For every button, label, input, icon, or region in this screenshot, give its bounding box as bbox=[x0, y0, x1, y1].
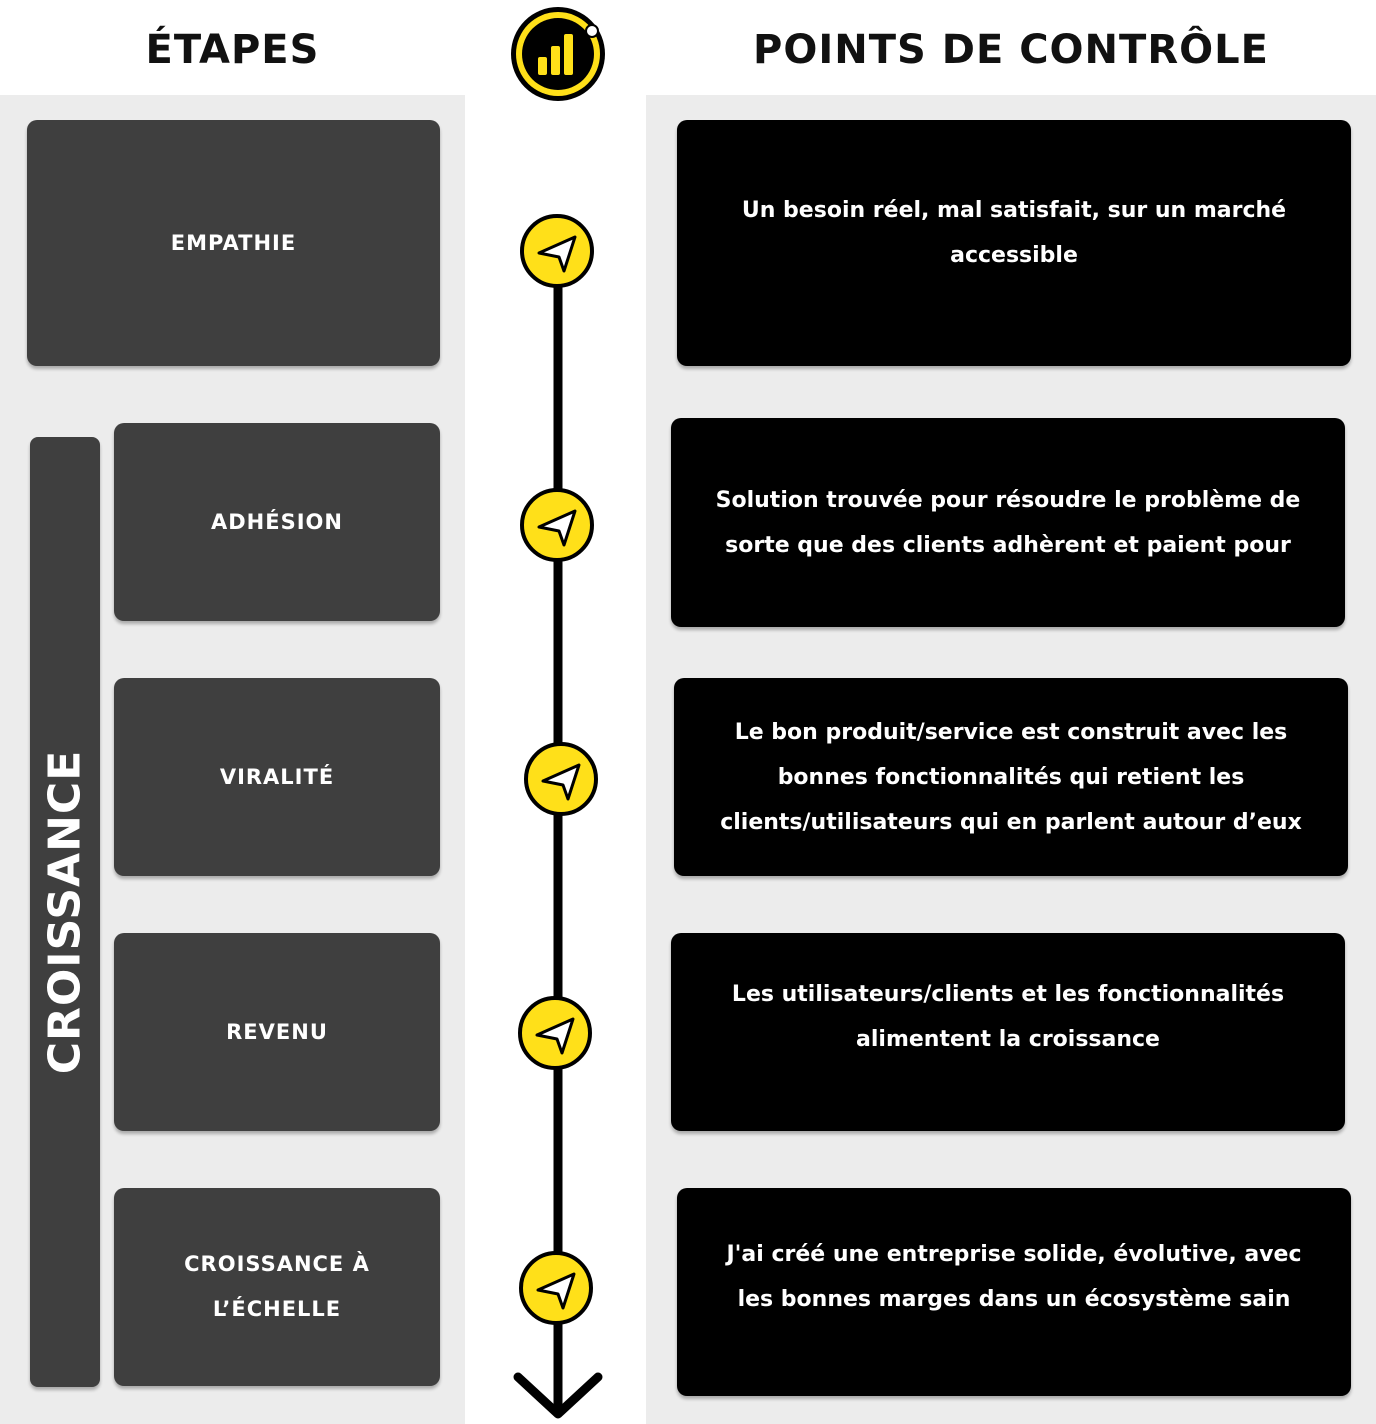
arrow-pointer-icon bbox=[520, 214, 594, 288]
arrow-pointer-icon bbox=[520, 488, 594, 562]
arrow-pointer-icon bbox=[524, 742, 598, 816]
stage-revenu: REVENU bbox=[114, 933, 440, 1131]
checkpoint-text: Le bon produit/service est construit ave… bbox=[720, 719, 1302, 835]
checkpoint-box: Solution trouvée pour résoudre le problè… bbox=[671, 418, 1345, 627]
checkpoint-box: Les utilisateurs/clients et les fonction… bbox=[671, 933, 1345, 1131]
checkpoint-text: Les utilisateurs/clients et les fonction… bbox=[731, 982, 1285, 1052]
stages-heading: ÉTAPES bbox=[145, 27, 320, 73]
checkpoint-text: Solution trouvée pour résoudre le problè… bbox=[715, 487, 1301, 558]
stage-adhesion: ADHÉSION bbox=[114, 423, 440, 621]
checkpoint-text: J'ai créé une entreprise solide, évoluti… bbox=[726, 1242, 1302, 1312]
stage-label: ADHÉSION bbox=[211, 509, 343, 534]
arrow-pointer-icon bbox=[519, 1251, 593, 1325]
arrow-pointer-icon bbox=[518, 996, 592, 1070]
stage-label: REVENU bbox=[226, 1019, 328, 1044]
stage-label: VIRALITÉ bbox=[219, 764, 335, 789]
bar-chart-logo-icon bbox=[511, 7, 605, 101]
checkpoints-heading: POINTS DE CONTRÔLE bbox=[753, 27, 1269, 73]
checkpoint-text: Un besoin réel, mal satisfait, sur un ma… bbox=[741, 198, 1287, 268]
checkpoint-box: Le bon produit/service est construit ave… bbox=[674, 678, 1348, 876]
stage-empathie: EMPATHIE bbox=[27, 120, 440, 366]
arrow-down-icon bbox=[513, 1372, 603, 1419]
stage-label: EMPATHIE bbox=[170, 230, 297, 255]
stage-label: CROISSANCE À L’ÉCHELLE bbox=[184, 1252, 370, 1321]
checkpoint-box: Un besoin réel, mal satisfait, sur un ma… bbox=[677, 120, 1351, 366]
stage-viralite: VIRALITÉ bbox=[114, 678, 440, 876]
stage-croissance-echelle: CROISSANCE À L’ÉCHELLE bbox=[114, 1188, 440, 1386]
checkpoint-box: J'ai créé une entreprise solide, évoluti… bbox=[677, 1188, 1351, 1396]
croissance-group-bar: CROISSANCE bbox=[30, 437, 100, 1387]
croissance-group-label: CROISSANCE bbox=[39, 749, 91, 1075]
